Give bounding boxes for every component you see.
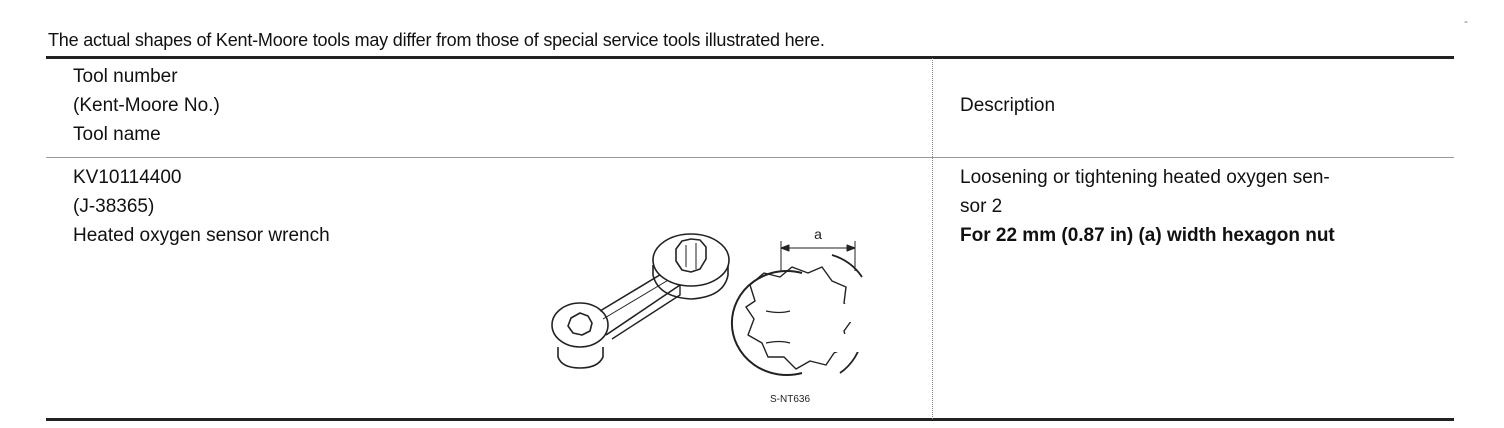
header-tool-number: Tool number <box>73 66 178 87</box>
table-note: The actual shapes of Kent-Moore tools ma… <box>48 30 825 50</box>
kent-moore-number: (J-38365) <box>73 196 155 217</box>
header-tool-name: Tool name <box>73 124 161 145</box>
header-description: Description <box>960 95 1056 116</box>
table-bottom-rule <box>46 418 1454 421</box>
header-tool-info: Tool number (Kent-Moore No.) Tool name <box>73 62 220 149</box>
tool-number: KV10114400 <box>73 167 182 188</box>
header-kent-moore-no: (Kent-Moore No.) <box>73 95 220 116</box>
column-divider <box>932 58 933 419</box>
table-top-rule <box>46 56 1454 59</box>
description-cell: Loosening or tightening heated oxygen se… <box>960 163 1335 250</box>
description-line-1: Loosening or tightening heated oxygen se… <box>960 167 1330 188</box>
tool-name: Heated oxygen sensor wrench <box>73 225 330 246</box>
description-bold: For 22 mm (0.87 in) (a) width hexagon nu… <box>960 225 1335 246</box>
figure-code: S-NT636 <box>770 394 810 405</box>
dimension-label: a <box>814 226 822 242</box>
header-bottom-rule <box>46 157 1454 158</box>
tool-info-cell: KV10114400 (J-38365) Heated oxygen senso… <box>73 163 330 250</box>
wrench-illustration: a S-NT636 <box>551 226 870 405</box>
corner-mark: - <box>1464 14 1468 28</box>
description-line-2: sor 2 <box>960 196 1003 217</box>
